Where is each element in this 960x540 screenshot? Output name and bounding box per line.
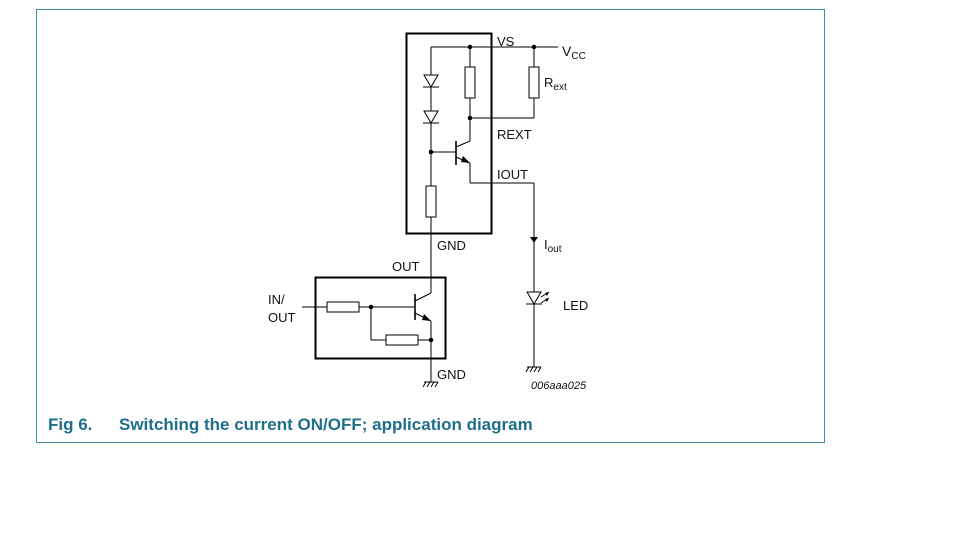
driver-ic-box <box>405 32 493 235</box>
ground-symbol-bottom <box>422 381 439 388</box>
iout-pin-label: IOUT <box>497 167 528 182</box>
internal-resistor-top <box>464 66 476 99</box>
figure-number: Fig 6. <box>48 415 93 434</box>
iout-label: Iout <box>544 237 562 255</box>
in-out-label-line2: OUT <box>268 310 296 325</box>
base-resistor <box>326 301 360 313</box>
ground-symbol-led <box>525 366 542 373</box>
control-transistor <box>414 292 432 322</box>
driver-transistor <box>431 140 471 165</box>
figure-title: Switching the current ON/OFF; applicatio… <box>119 415 533 434</box>
current-arrow <box>530 237 538 243</box>
vs-label: VS <box>497 34 515 49</box>
diode-1 <box>423 74 439 88</box>
gnd-bottom-label: GND <box>437 367 466 382</box>
vcc-label: VCC <box>562 43 586 62</box>
out-label: OUT <box>392 259 420 274</box>
figure-frame <box>36 9 825 443</box>
led-label: LED <box>563 298 588 313</box>
rext-resistor <box>528 66 540 99</box>
figure-id-code: 006aaa025 <box>531 380 587 392</box>
gnd-top-label: GND <box>437 238 466 253</box>
controller-box <box>314 276 447 360</box>
rext-label: Rext <box>544 75 567 93</box>
internal-resistor-bottom <box>425 185 437 218</box>
diode-2 <box>423 110 439 124</box>
led-symbol <box>526 291 550 305</box>
pulldown-resistor <box>385 334 419 346</box>
figure-caption: Fig 6. Switching the current ON/OFF; appl… <box>48 415 533 435</box>
rext-pin-label: REXT <box>497 127 532 142</box>
in-out-label-line1: IN/ <box>268 292 285 307</box>
